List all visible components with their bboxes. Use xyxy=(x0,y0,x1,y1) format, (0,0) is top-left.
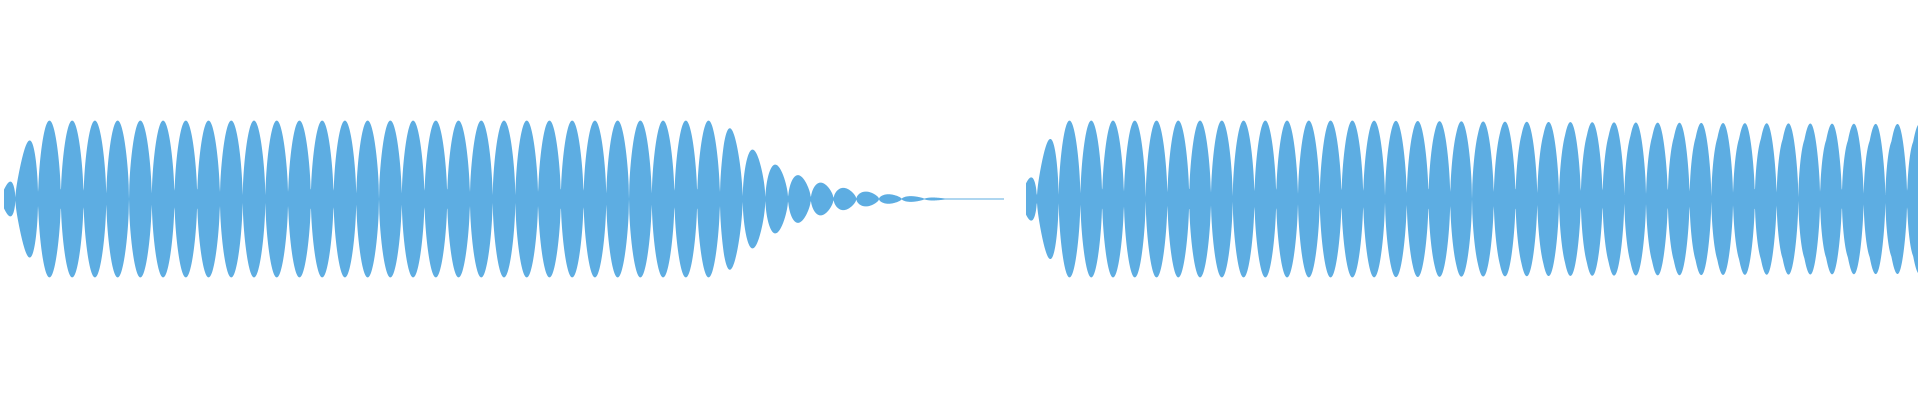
clips-layer xyxy=(4,120,1918,278)
